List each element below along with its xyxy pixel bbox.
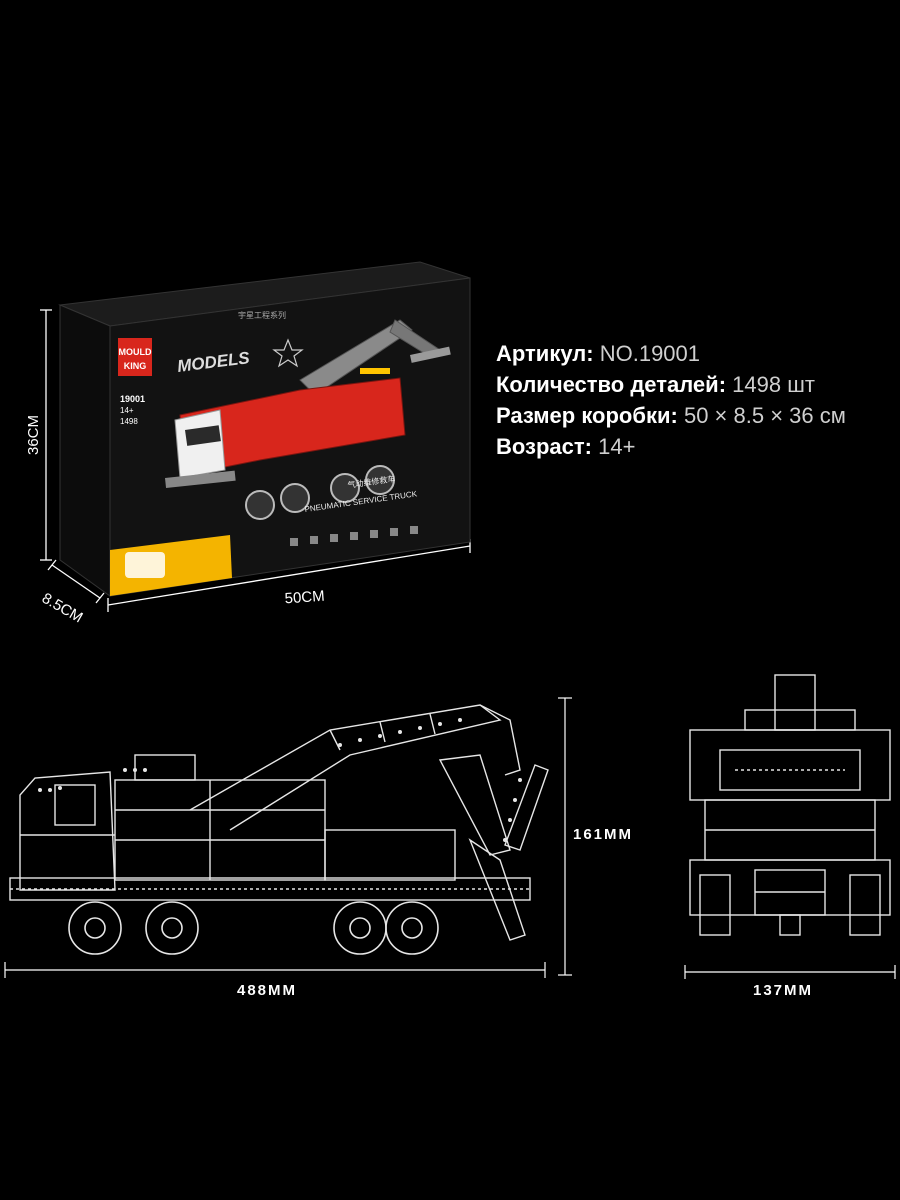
truck-box-art	[165, 319, 451, 520]
box-depth-label: 8.5CM	[39, 590, 86, 627]
series-chinese-text: 宇星工程系列	[238, 310, 286, 320]
model-height-label: 161MM	[573, 826, 634, 843]
svg-text:MOULD: MOULD	[119, 347, 152, 357]
width-dimension-line	[684, 965, 896, 979]
model-length-label: 488MM	[237, 982, 298, 999]
technic-beam-dots	[38, 718, 522, 842]
product-specs: Артикул: NO.19001 Количество деталей: 14…	[496, 338, 896, 462]
height-dimension-line	[558, 697, 572, 976]
spec-age: Возраст: 14+	[496, 434, 636, 459]
box-width-label: 50CM	[284, 588, 325, 608]
feature-icons	[290, 526, 418, 546]
box-side-face	[59, 304, 111, 597]
length-dimension-line	[4, 962, 546, 978]
remote-app-art	[110, 535, 232, 596]
box-age-badge: 14+	[120, 406, 134, 415]
truck-side-view	[9, 704, 549, 941]
box-height-label: 36CM	[25, 415, 42, 455]
model-line-drawings	[4, 674, 896, 979]
phone-icon	[125, 552, 165, 578]
box-item-number: 19001	[120, 394, 145, 404]
truck-front-view	[689, 674, 891, 936]
brand-logo: MOULD KING	[118, 338, 152, 376]
star-icon	[272, 338, 304, 368]
truck-side-view-wheels	[68, 901, 439, 955]
svg-text:KING: KING	[124, 361, 147, 371]
spec-pieces: Количество деталей: 1498 шт	[496, 372, 815, 397]
product-box-illustration: 36CM 8.5CM 50CM MOULD KING 宇星工程系列 MODELS…	[25, 261, 471, 627]
box-pieces-badge: 1498	[120, 417, 138, 426]
box-height-dimension-line	[40, 309, 52, 561]
model-width-label: 137MM	[753, 982, 814, 999]
spec-article: Артикул: NO.19001	[496, 341, 701, 366]
box-depth-dimension-line	[47, 559, 105, 604]
spec-box-size: Размер коробки: 50 × 8.5 × 36 см	[496, 403, 846, 428]
